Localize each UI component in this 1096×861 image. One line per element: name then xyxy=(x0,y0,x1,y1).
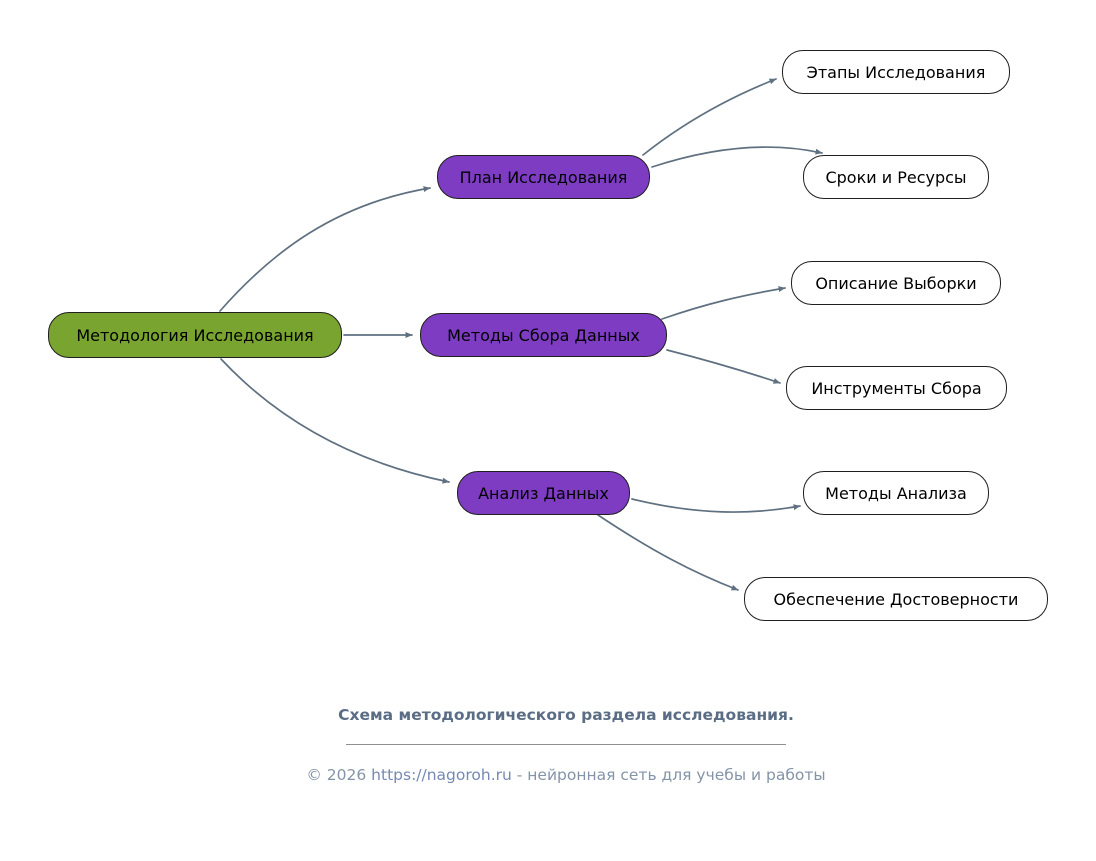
node-data-analysis: Анализ Данных xyxy=(457,471,630,515)
edge-root-to-analysis xyxy=(220,358,450,484)
footer-copyright: © 2026 xyxy=(306,766,372,784)
node-validity-assurance: Обеспечение Достоверности xyxy=(744,577,1048,621)
node-research-stages: Этапы Исследования xyxy=(782,50,1010,94)
edge-plan-to-stages xyxy=(642,78,777,156)
diagram-caption: Схема методологического раздела исследов… xyxy=(338,706,794,724)
edge-analysis-to-methods xyxy=(631,498,801,513)
node-data-collection-methods: Методы Сбора Данных xyxy=(420,313,667,357)
footer-tagline: - нейронная сеть для учебы и работы xyxy=(511,766,826,784)
node-research-plan: План Исследования xyxy=(437,155,650,199)
node-sample-description: Описание Выборки xyxy=(791,261,1001,305)
edge-collection-to-sample xyxy=(661,286,786,320)
footer-link[interactable]: https://nagoroh.ru xyxy=(371,766,512,784)
node-collection-tools: Инструменты Сбора xyxy=(786,366,1007,410)
edge-root-to-plan xyxy=(219,186,431,312)
edge-collection-to-tools xyxy=(666,349,781,384)
node-timeline-resources: Сроки и Ресурсы xyxy=(803,155,989,199)
footer-credit: © 2026 https://nagoroh.ru - нейронная се… xyxy=(306,766,825,784)
node-methodology-root: Методология Исследования xyxy=(48,312,342,358)
node-analysis-methods: Методы Анализа xyxy=(803,471,989,515)
footer-divider xyxy=(346,744,786,745)
edge-plan-to-timeline xyxy=(651,146,823,168)
edge-analysis-to-validity xyxy=(597,514,739,591)
